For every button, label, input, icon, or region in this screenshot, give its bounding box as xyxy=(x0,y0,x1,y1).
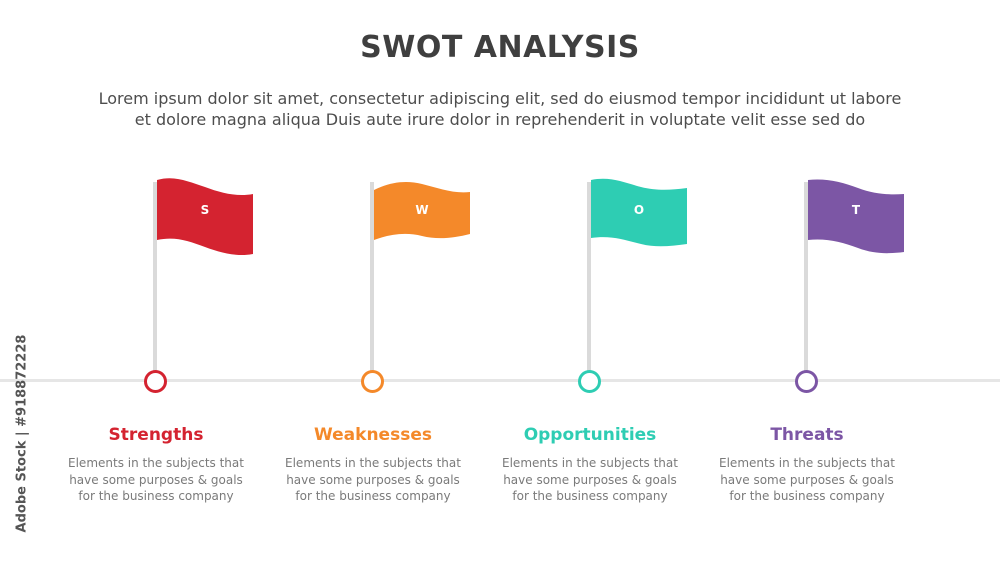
swot-heading: Strengths xyxy=(108,425,204,445)
swot-heading: Weaknesses xyxy=(314,425,432,445)
page-subtitle: Lorem ipsum dolor sit amet, consectetur … xyxy=(40,88,960,130)
flag-pole xyxy=(370,182,374,372)
flag-icon: T xyxy=(808,178,904,256)
description-line: Elements in the subjects that xyxy=(285,456,461,470)
flag-icon: O xyxy=(591,178,687,256)
description-line: for the business company xyxy=(512,489,668,503)
flag-letter: W xyxy=(415,203,429,217)
flag-shape xyxy=(591,178,687,247)
flag-pole xyxy=(153,182,157,372)
swot-heading: Opportunities xyxy=(523,425,657,445)
flag-shape xyxy=(374,182,470,240)
description-line: have some purposes & goals xyxy=(286,472,460,487)
timeline-node xyxy=(795,370,818,393)
swot-description: Elements in the subjects that have some … xyxy=(273,455,473,505)
timeline-line xyxy=(0,379,1000,382)
flag-letter: O xyxy=(633,203,645,217)
swot-column-weaknesses: W Weaknesses Elements in the subjects th… xyxy=(273,0,473,563)
timeline-node xyxy=(144,370,167,393)
stock-watermark: Adobe Stock | #918872228 xyxy=(14,334,30,533)
swot-description: Elements in the subjects that have some … xyxy=(707,455,907,505)
description-line: for the business company xyxy=(295,489,451,503)
swot-description: Elements in the subjects that have some … xyxy=(56,455,256,505)
timeline-node xyxy=(578,370,601,393)
flag-pole xyxy=(804,182,808,372)
description-line: have some purposes & goals xyxy=(720,472,894,487)
flag-icon: S xyxy=(157,178,253,256)
swot-column-threats: T Threats Elements in the subjects that … xyxy=(707,0,907,563)
flag-pole xyxy=(587,182,591,372)
swot-heading: Threats xyxy=(770,425,844,445)
swot-column-strengths: S Strengths Elements in the subjects tha… xyxy=(56,0,256,563)
description-line: have some purposes & goals xyxy=(69,472,243,487)
subtitle-line-1: Lorem ipsum dolor sit amet, consectetur … xyxy=(98,89,902,108)
description-line: for the business company xyxy=(729,489,885,503)
swot-column-opportunities: O Opportunities Elements in the subjects… xyxy=(490,0,690,563)
page-title: SWOT ANALYSIS xyxy=(360,30,640,65)
flag-icon: W xyxy=(374,178,470,256)
flag-letter: T xyxy=(851,203,861,217)
description-line: Elements in the subjects that xyxy=(502,456,678,470)
description-line: for the business company xyxy=(78,489,234,503)
swot-description: Elements in the subjects that have some … xyxy=(490,455,690,505)
flag-shape xyxy=(157,178,253,256)
timeline-node xyxy=(361,370,384,393)
description-line: have some purposes & goals xyxy=(503,472,677,487)
flag-shape xyxy=(808,179,904,254)
flag-letter: S xyxy=(200,203,210,217)
description-line: Elements in the subjects that xyxy=(719,456,895,470)
subtitle-line-2: et dolore magna aliqua Duis aute irure d… xyxy=(134,110,866,129)
description-line: Elements in the subjects that xyxy=(68,456,244,470)
